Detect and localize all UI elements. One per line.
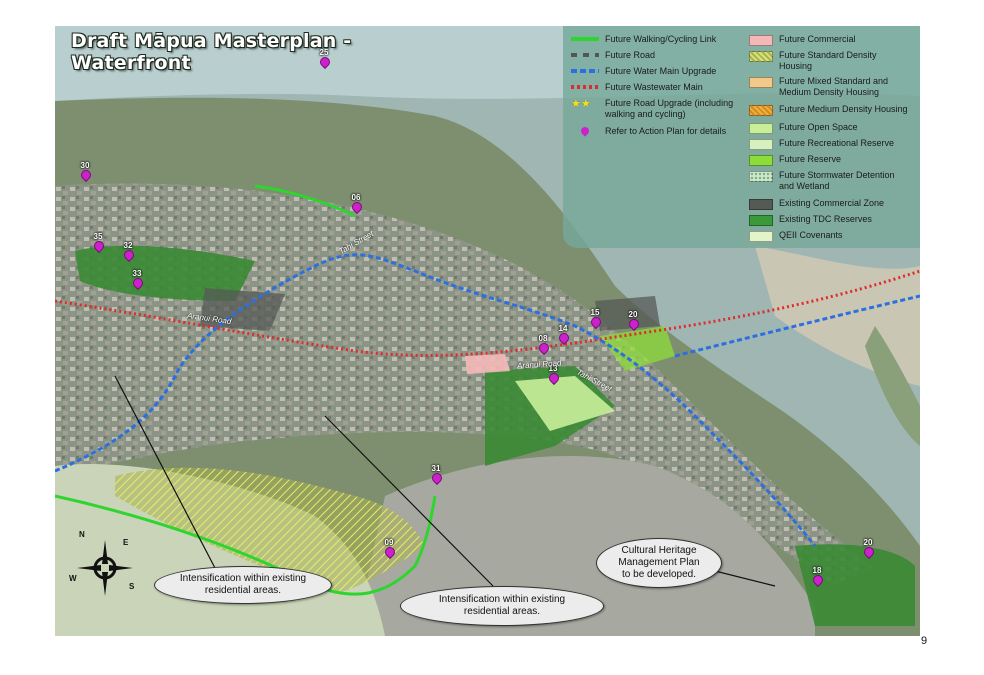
action-marker-20-east[interactable]: 20 <box>622 310 644 334</box>
legend-item-standard-density: Future Standard Density Housing <box>749 50 877 71</box>
legend-swatch <box>749 35 773 46</box>
map-title-line-1: Draft Māpua Masterplan - <box>71 30 352 52</box>
map-pin-icon <box>382 544 398 560</box>
masterplan-map: Draft Māpua Masterplan - Waterfront Futu… <box>55 26 920 636</box>
map-title: Draft Māpua Masterplan - Waterfront <box>71 30 351 74</box>
compass-graphic <box>77 540 133 596</box>
legend-item-medium-density: Future Medium Density Housing <box>749 104 908 116</box>
map-pin-icon <box>810 572 826 588</box>
map-pin-icon <box>349 199 365 215</box>
legend-swatch <box>749 105 773 116</box>
action-marker-06[interactable]: 06 <box>345 193 367 217</box>
compass-north: N <box>79 530 85 539</box>
map-pin-icon <box>626 316 642 332</box>
legend-item-walking-cycling-link: Future Walking/Cycling Link <box>571 34 716 45</box>
legend-swatch <box>749 215 773 226</box>
legend-swatch <box>749 123 773 134</box>
legend-swatch <box>749 51 773 62</box>
legend-item-future-commercial: Future Commercial <box>749 34 856 46</box>
legend-swatch <box>571 69 599 73</box>
legend-swatch <box>749 199 773 210</box>
action-marker-20-south[interactable]: 20 <box>857 538 879 562</box>
map-pin-icon <box>588 314 604 330</box>
legend-swatch <box>749 77 773 88</box>
action-marker-35[interactable]: 35 <box>87 232 109 256</box>
action-marker-31[interactable]: 31 <box>425 464 447 488</box>
map-pin-icon <box>91 238 107 254</box>
action-marker-30[interactable]: 30 <box>74 161 96 185</box>
compass-west: W <box>69 574 77 583</box>
map-pin-icon <box>121 247 137 263</box>
legend-item-future-road: Future Road <box>571 50 655 61</box>
legend-item-future-reserve: Future Reserve <box>749 154 841 166</box>
action-marker-15[interactable]: 15 <box>584 308 606 332</box>
compass-east: E <box>123 538 129 547</box>
action-marker-25[interactable]: 25 <box>313 48 335 72</box>
legend-item-existing-commercial: Existing Commercial Zone <box>749 198 884 210</box>
legend-item-action-plan: Refer to Action Plan for details <box>571 125 726 139</box>
map-pin-icon <box>556 330 572 346</box>
map-pin-icon <box>546 370 562 386</box>
legend-item-wastewater-main: Future Wastewater Main <box>571 82 703 93</box>
legend-item-open-space: Future Open Space <box>749 122 858 134</box>
map-pin-icon <box>861 544 877 560</box>
map-pin-icon <box>571 125 599 139</box>
legend-item-mixed-density: Future Mixed Standard and Medium Density… <box>749 76 888 97</box>
callout-intensification-central: Intensification within existing resident… <box>400 586 604 626</box>
legend-item-recreational-reserve: Future Recreational Reserve <box>749 138 894 150</box>
legend-item-qeii-covenants: QEII Covenants <box>749 230 843 242</box>
legend-swatch <box>749 231 773 242</box>
map-title-line-2: Waterfront <box>71 52 191 74</box>
star-icon: ★★ <box>571 98 591 110</box>
legend-swatch <box>571 37 599 41</box>
legend-swatch <box>571 85 599 89</box>
compass-rose-icon: N E S W <box>69 530 137 600</box>
legend-swatch <box>749 171 773 182</box>
map-pin-icon <box>130 275 146 291</box>
map-legend: Future Walking/Cycling Link Future Road … <box>563 26 920 248</box>
action-marker-14[interactable]: 14 <box>552 324 574 348</box>
legend-swatch <box>571 53 599 57</box>
legend-swatch <box>749 139 773 150</box>
action-marker-32[interactable]: 32 <box>117 241 139 265</box>
legend-item-tdc-reserves: Existing TDC Reserves <box>749 214 872 226</box>
action-marker-13[interactable]: 13 <box>542 364 564 388</box>
action-marker-08[interactable]: 08 <box>532 334 554 358</box>
map-pin-icon <box>429 470 445 486</box>
action-marker-33[interactable]: 33 <box>126 269 148 293</box>
action-marker-09[interactable]: 09 <box>378 538 400 562</box>
map-pin-icon <box>317 54 333 70</box>
callout-intensification-west: Intensification within existing resident… <box>154 566 332 604</box>
map-pin-icon <box>78 167 94 183</box>
callout-cultural-heritage: Cultural Heritage Management Plan to be … <box>596 538 722 588</box>
page-number: 9 <box>921 635 928 647</box>
legend-item-stormwater-wetland: Future Stormwater Detention and Wetland <box>749 170 895 191</box>
action-marker-18[interactable]: 18 <box>806 566 828 590</box>
compass-south: S <box>129 582 135 591</box>
map-pin-icon <box>536 340 552 356</box>
legend-item-road-upgrade: ★★ Future Road Upgrade (including walkin… <box>571 98 734 119</box>
legend-item-water-main: Future Water Main Upgrade <box>571 66 716 77</box>
legend-swatch <box>749 155 773 166</box>
